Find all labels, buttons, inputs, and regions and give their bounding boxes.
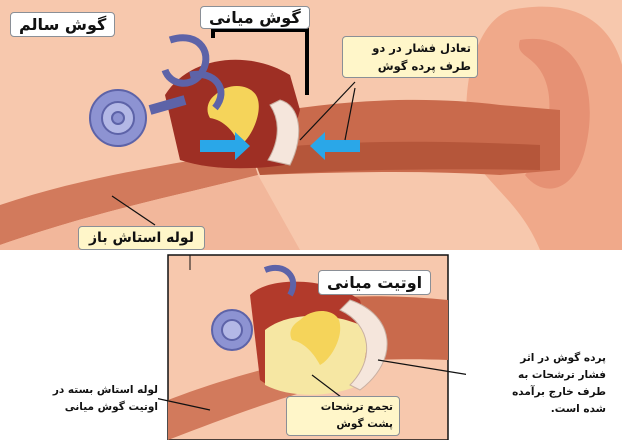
pressure-line-2: طرف پرده گوش: [349, 57, 471, 75]
pressure-line-1: تعادل فشار در دو: [349, 39, 471, 57]
label-otitis-media: اوتیت میانی: [318, 270, 431, 295]
closed-tube-line-2: اوتیت گوش میانی: [8, 399, 158, 416]
eardrum-line-3: طرف خارج برآمده: [466, 384, 606, 401]
closed-tube-line-1: لوله استاش بسته در: [8, 382, 158, 399]
label-healthy-ear: گوش سالم: [10, 12, 115, 37]
label-eardrum-bulge: پرده گوش در اثر فشار ترشحات به طرف خارج …: [466, 350, 606, 418]
eardrum-line-1: پرده گوش در اثر: [466, 350, 606, 367]
eardrum-line-4: شده است.: [466, 401, 606, 418]
eardrum-line-2: فشار ترشحات به: [466, 367, 606, 384]
buildup-line-1: تجمع ترشحات: [293, 399, 393, 416]
label-open-tube: لوله استاش باز: [78, 226, 205, 250]
buildup-line-2: پشت گوش: [293, 416, 393, 433]
label-closed-tube: لوله استاش بسته در اوتیت گوش میانی: [8, 382, 158, 416]
label-secretion-buildup: تجمع ترشحات پشت گوش: [286, 396, 400, 436]
label-middle-ear: گوش میانی: [200, 6, 310, 29]
label-pressure-balance: تعادل فشار در دو طرف پرده گوش: [342, 36, 478, 78]
